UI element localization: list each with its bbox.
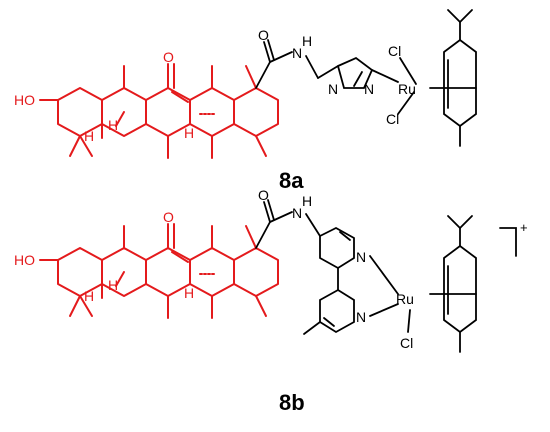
atom-imidazole-n: N: [328, 81, 338, 97]
atom-h: H: [84, 288, 94, 304]
linker-8a: [255, 9, 477, 147]
atom-amide-o: O: [258, 187, 269, 203]
atom-ho: HO: [14, 92, 35, 108]
scaffold-8b: [39, 223, 279, 319]
atom-amide-h: H: [302, 33, 312, 49]
atom-h: H: [184, 285, 194, 301]
atom-pyridine-n: N: [356, 249, 366, 265]
atom-amide-h: H: [302, 193, 312, 209]
atom-cl: Cl: [388, 43, 401, 59]
atom-h: H: [84, 128, 94, 144]
atom-ho: HO: [14, 252, 35, 268]
atom-pyridine-n: N: [356, 309, 366, 325]
atom-ketone-o: O: [163, 49, 174, 65]
atom-h: H: [108, 117, 118, 133]
charge-plus: +: [520, 220, 528, 235]
linker-8b: [255, 199, 517, 353]
atom-ketone-o: O: [163, 209, 174, 225]
compound-label: 8a: [279, 168, 304, 193]
atom-imidazole-n: N: [364, 81, 374, 97]
atom-amide-n: N: [292, 45, 302, 61]
scaffold-8a: [39, 63, 279, 159]
atom-cl: Cl: [386, 111, 399, 127]
atom-ru: Ru: [396, 291, 414, 307]
atom-amide-o: O: [258, 27, 269, 43]
atom-amide-n: N: [292, 205, 302, 221]
atom-cl: Cl: [400, 335, 413, 351]
compound-8a: HO O H H H O N H N N Ru Cl Cl 8a: [14, 9, 477, 193]
compound-8b: HO O H H H O N H N N Ru Cl + 8b: [14, 187, 528, 415]
atom-h: H: [184, 125, 194, 141]
compound-label: 8b: [279, 390, 305, 415]
atom-h: H: [108, 277, 118, 293]
atom-ru: Ru: [398, 81, 416, 97]
